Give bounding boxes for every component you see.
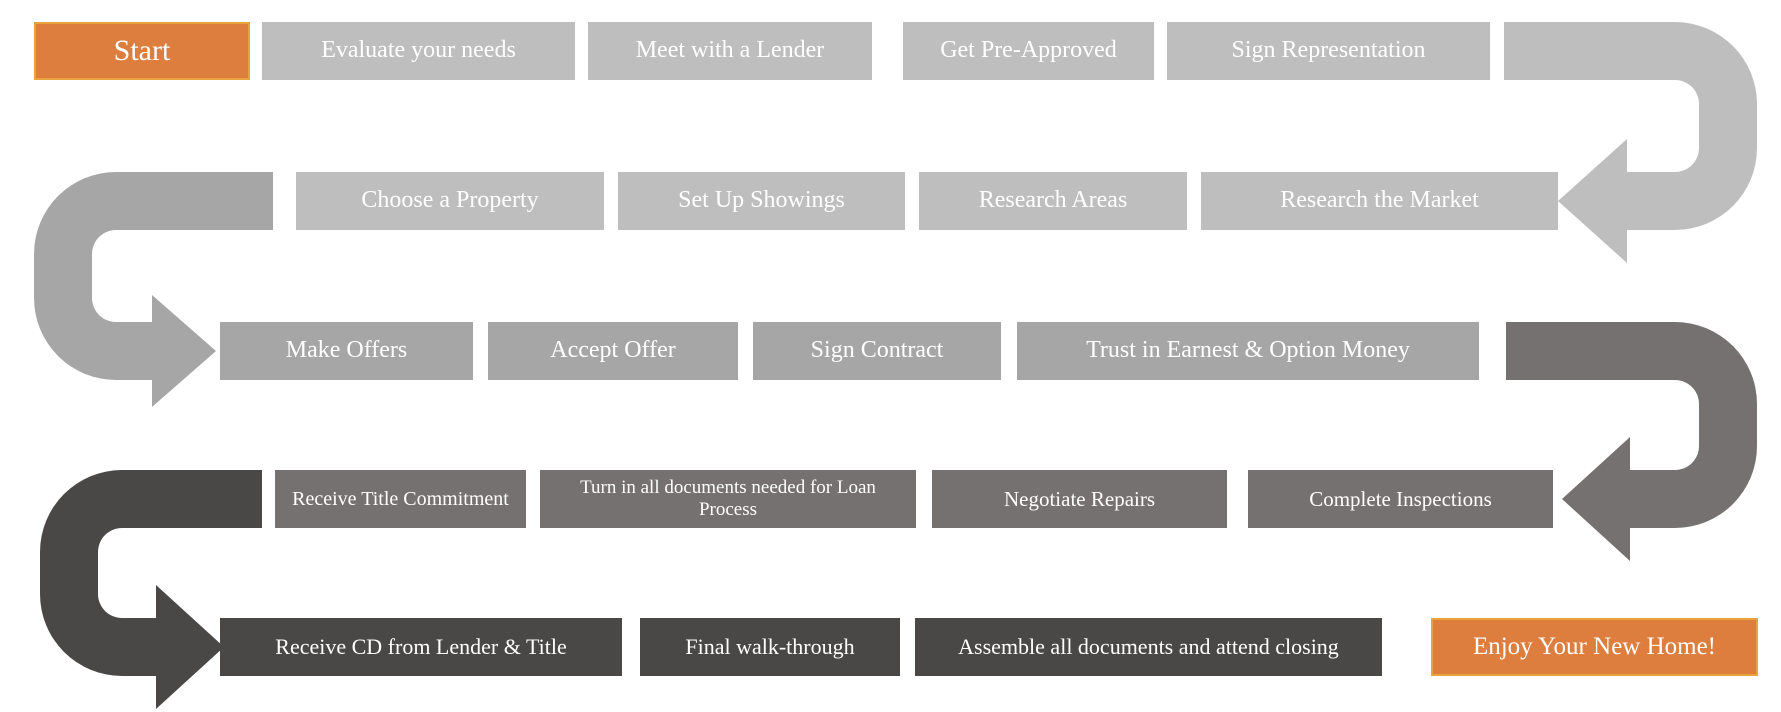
- flow-arrow-1-bar: [1504, 22, 1649, 80]
- step-final-walk-through: Final walk-through: [640, 618, 900, 676]
- step-get-pre-approved: Get Pre-Approved: [903, 22, 1154, 80]
- step-negotiate-repairs: Negotiate Repairs: [932, 470, 1227, 528]
- step-sign-representation: Sign Representation: [1167, 22, 1490, 80]
- flow-arrow-3-bar: [1506, 322, 1651, 380]
- step-meet-with-a-lender: Meet with a Lender: [588, 22, 872, 80]
- flow-arrow-2-bar: [118, 172, 273, 230]
- step-make-offers: Make Offers: [220, 322, 473, 380]
- flow-arrow-3-elbow: [1630, 322, 1757, 528]
- step-accept-offer: Accept Offer: [488, 322, 738, 380]
- step-trust-in-earnest-and-option-money: Trust in Earnest & Option Money: [1017, 322, 1479, 380]
- step-assemble-documents-attend-closing: Assemble all documents and attend closin…: [915, 618, 1382, 676]
- step-choose-a-property: Choose a Property: [296, 172, 604, 230]
- step-enjoy-your-new-home: Enjoy Your New Home!: [1431, 618, 1758, 676]
- step-complete-inspections: Complete Inspections: [1248, 470, 1553, 528]
- flow-arrow-1-left-arrowhead-icon: [1558, 139, 1627, 263]
- flow-arrow-4-right-arrowhead-icon: [156, 585, 224, 709]
- flow-arrow-4-bar: [120, 470, 262, 528]
- flow-arrow-1-elbow: [1627, 22, 1757, 230]
- step-turn-in-loan-documents: Turn in all documents needed for Loan Pr…: [540, 470, 916, 528]
- step-receive-cd-from-lender-and-title: Receive CD from Lender & Title: [220, 618, 622, 676]
- step-evaluate-your-needs: Evaluate your needs: [262, 22, 575, 80]
- step-research-areas: Research Areas: [919, 172, 1187, 230]
- step-set-up-showings: Set Up Showings: [618, 172, 905, 230]
- flow-arrow-2-right-arrowhead-icon: [152, 295, 216, 407]
- step-receive-title-commitment: Receive Title Commitment: [275, 470, 526, 528]
- flow-arrow-3-left-arrowhead-icon: [1562, 437, 1630, 561]
- step-sign-contract: Sign Contract: [753, 322, 1001, 380]
- step-research-the-market: Research the Market: [1201, 172, 1558, 230]
- step-start: Start: [34, 22, 250, 80]
